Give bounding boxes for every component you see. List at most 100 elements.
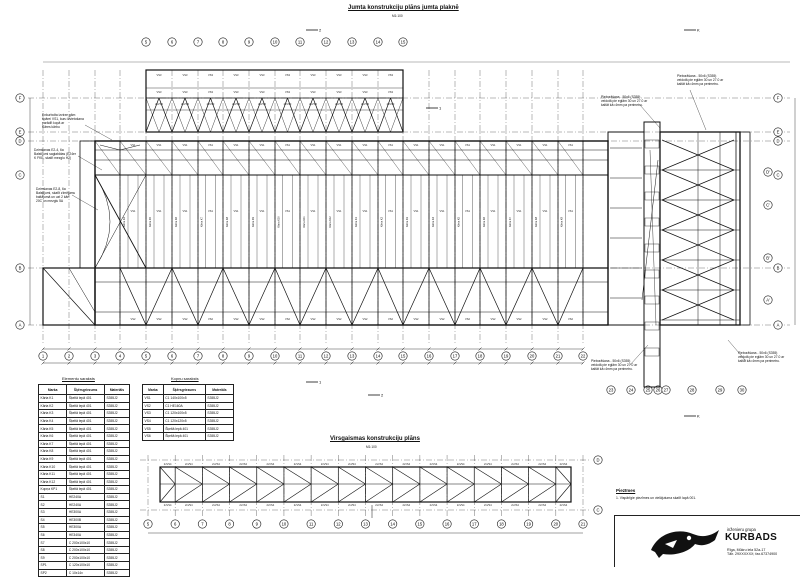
truss-diagonal — [256, 466, 285, 485]
table-cell: S6 — [37, 530, 68, 540]
column-header: Šķērsgriezums — [66, 384, 105, 395]
axis-label-circle — [333, 519, 343, 529]
callout-note: Pieborāšana - 50x6 (S355) veidotā pie eg… — [677, 74, 724, 86]
member-label: Kārta K7 — [508, 216, 512, 227]
dimension-tick — [530, 347, 534, 351]
axis-label-circle — [306, 519, 316, 529]
roof-plan-scale: M1:100 — [392, 14, 403, 18]
member-label: VS1 — [388, 143, 393, 147]
table-cell: Kārta K3 — [37, 409, 68, 418]
truss-diagonal — [184, 97, 199, 133]
truss-diagonal — [479, 267, 507, 326]
truss-diagonal — [283, 483, 312, 503]
axis-label-circle — [321, 37, 331, 47]
axis-label-circle — [578, 519, 588, 529]
member-label: 2xVS4 — [164, 462, 172, 466]
member-label: VS3 — [234, 90, 239, 94]
axis-label-circle — [469, 519, 479, 529]
member-label: 2xVS4 — [185, 503, 193, 507]
axis-label: 9 — [256, 522, 259, 527]
axis-label: 5 — [147, 522, 150, 527]
member-label: 2xVS4 — [185, 462, 193, 466]
dimension-tick — [556, 361, 560, 365]
dimension-tick — [453, 361, 457, 365]
member-label: VS1 — [440, 143, 445, 147]
member-label: VS3 — [208, 90, 213, 94]
member-label: VS1 — [543, 143, 548, 147]
axis-label: 23 — [609, 388, 614, 393]
axis-label: 14 — [376, 40, 381, 45]
axis-label: 17 — [453, 354, 458, 359]
axis-label: 18 — [499, 522, 504, 527]
axis-label-circle — [373, 37, 383, 47]
steel-member — [649, 149, 657, 326]
table-cell: S355J2 — [103, 454, 131, 464]
member-label: 2xVS4 — [212, 462, 220, 466]
axis-label: 20 — [530, 354, 535, 359]
leader-line — [629, 344, 649, 366]
table-cell: S355J2 — [103, 530, 131, 540]
axis-label-circle — [475, 351, 485, 361]
member-label: VS2 — [131, 317, 136, 321]
table-cell: S355J2 — [103, 485, 131, 494]
member-label: VS1 — [157, 209, 162, 213]
axis-label-circle — [773, 320, 783, 330]
member-label: VS2 — [285, 317, 290, 321]
truss-diagonal — [248, 97, 263, 133]
truss-diagonal — [641, 159, 659, 301]
member-label: VS3 — [183, 90, 188, 94]
building-outline — [145, 69, 404, 133]
member-label: VS3 — [363, 73, 368, 77]
truss-diagonal — [338, 483, 366, 503]
truss-diagonal — [365, 483, 393, 503]
truss-diagonal — [505, 267, 533, 326]
table-cell: HE340A — [66, 530, 105, 540]
dimension-tick — [247, 361, 251, 365]
truss-diagonal — [312, 97, 327, 133]
truss-diagonal — [402, 267, 430, 326]
table-cell: VS2 — [142, 401, 164, 411]
table-cell: S9 — [37, 553, 68, 563]
axis-label: 15 — [401, 40, 406, 45]
dimension-tick — [376, 347, 380, 351]
table-cell: VS3 — [142, 409, 164, 418]
truss-diagonal — [501, 483, 529, 503]
axis-label-circle — [218, 351, 228, 361]
dimension-tick — [67, 347, 71, 351]
truss-diagonal — [310, 483, 339, 503]
axis-label: 8 — [222, 40, 225, 45]
axis-label-circle — [295, 37, 305, 47]
member-label: VS2 — [543, 317, 548, 321]
axis-label-circle — [141, 351, 151, 361]
axis-label: 9 — [248, 354, 251, 359]
dimension-tick — [298, 347, 302, 351]
member-label: VS1 — [388, 209, 393, 213]
truss-diagonal — [202, 483, 230, 503]
curved-member — [94, 174, 111, 269]
truss-diagonal — [392, 466, 421, 485]
leader-line — [77, 155, 103, 171]
table-cell: S355J2 — [103, 561, 131, 570]
axis-label: 11 — [298, 40, 303, 45]
truss-diagonal — [454, 267, 481, 326]
axis-label: 29 — [718, 388, 723, 393]
member-label: VS1 — [465, 143, 470, 147]
table-cell: Kārta K10 — [37, 462, 68, 471]
axis-label: 21 — [556, 354, 561, 359]
callout-note: Pieborāšana - 50x6 (S355) veidotā pie eg… — [601, 95, 648, 107]
table-cell: Šķeltā lepā 401 — [162, 431, 206, 441]
axis-label-circle — [593, 455, 603, 465]
axis-label: C — [596, 508, 599, 513]
member-label: VS1 — [465, 209, 470, 213]
axis-label: 7 — [201, 522, 204, 527]
member-label: VS1 — [491, 143, 496, 147]
steel-member — [644, 321, 660, 331]
truss-diagonal — [474, 483, 502, 503]
axis-label-circle — [15, 320, 25, 330]
axis-label: 13 — [350, 354, 355, 359]
